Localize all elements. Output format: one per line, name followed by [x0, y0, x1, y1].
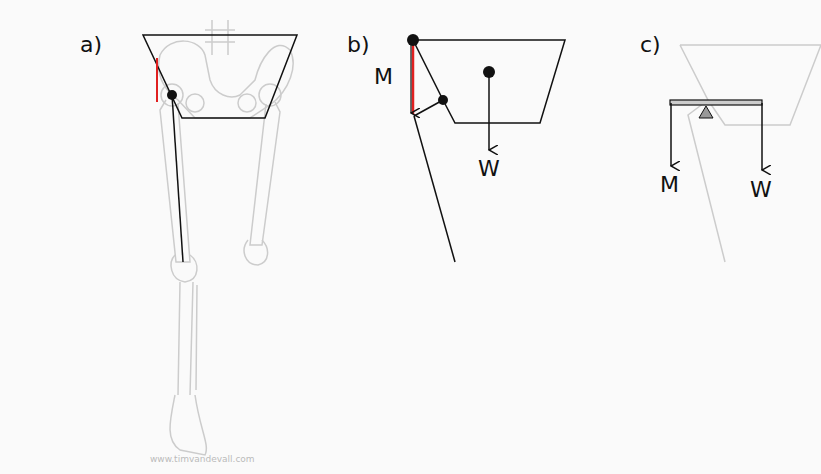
hip-joint	[438, 95, 448, 105]
fulcrum	[699, 106, 713, 118]
force-label: W	[750, 179, 772, 201]
force-arrow	[670, 103, 672, 166]
watermark: www.timvandevall.com	[150, 455, 255, 464]
muscle-attachment	[407, 34, 419, 46]
muscle-line	[412, 42, 415, 114]
pelvis-outline	[143, 35, 297, 118]
femur-line	[414, 116, 455, 262]
pelvis-edge	[413, 40, 443, 100]
lever-bar	[670, 100, 762, 105]
weight-arrow	[488, 72, 490, 150]
femur-line	[172, 95, 183, 262]
panel-letter: b)	[347, 34, 370, 56]
force-arrow	[410, 42, 411, 113]
force-label: M	[374, 66, 393, 88]
panel-letter: a)	[80, 34, 102, 56]
weight-arrow	[761, 103, 763, 170]
hip-joint	[167, 90, 177, 100]
skeleton	[159, 20, 293, 455]
faint-outline	[680, 45, 821, 262]
panel-letter: c)	[640, 34, 661, 56]
force-label: W	[478, 158, 500, 180]
muscle-line	[156, 58, 158, 102]
force-label: M	[660, 174, 679, 196]
